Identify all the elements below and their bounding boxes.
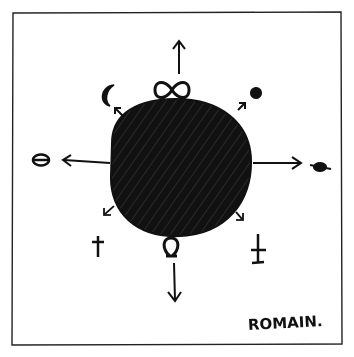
filled-dot-icon [250, 87, 262, 99]
infinity-icon [155, 83, 189, 98]
top-right-arrow [238, 103, 245, 110]
central-globe [111, 99, 251, 236]
tilted-disc-icon [310, 162, 331, 172]
crescent-moon-icon [102, 85, 114, 106]
dagger-cross-icon [92, 236, 104, 257]
theta-eye-icon [33, 155, 49, 166]
omega-icon [164, 238, 178, 256]
top-arrow [173, 41, 185, 74]
bottom-arrow [168, 263, 181, 301]
right-arrow [253, 157, 301, 169]
dagger-hook-icon [251, 234, 266, 263]
top-left-arrow [115, 108, 123, 116]
left-arrow [63, 155, 110, 166]
bottom-right-arrow [236, 212, 243, 220]
bottom-left-arrow [104, 206, 114, 215]
